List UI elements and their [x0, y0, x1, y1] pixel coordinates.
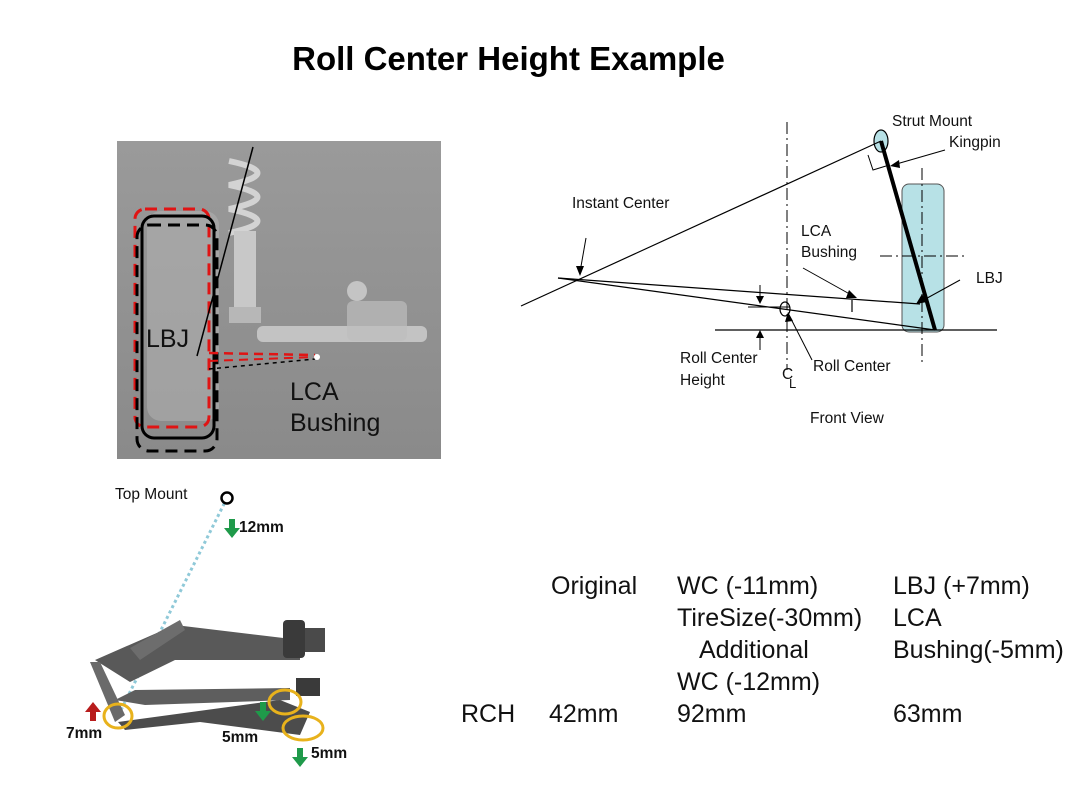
table-header-bushing: Bushing(-5mm)	[893, 636, 1064, 664]
front-view-caption: Front View	[810, 410, 884, 427]
centerline-l: L	[789, 376, 797, 391]
photo-lca-label-2: Bushing	[290, 409, 381, 437]
photo-lbj-label: LBJ	[146, 325, 190, 353]
top-mount-drop-label: 12mm	[239, 519, 284, 536]
table-header-wc2: WC (-12mm)	[677, 668, 821, 696]
lbj-raise-label: 7mm	[66, 725, 103, 742]
suspension-photo: LBJ LCA Bushing	[117, 141, 441, 459]
roll-center-label: Roll Center	[813, 358, 891, 375]
lca-label-1: LCA	[801, 223, 832, 240]
centerline-c: C	[782, 366, 794, 383]
table-header-additional: Additional	[699, 636, 809, 664]
table-header-lca: LCA	[893, 604, 942, 632]
table-cell-lbj: 63mm	[893, 700, 963, 728]
rch-label-1: Roll Center	[680, 350, 758, 367]
table-header-tiresize: TireSize(-30mm)	[677, 604, 863, 632]
top-mount-label: Top Mount	[115, 486, 188, 503]
table-header-lbj: LBJ (+7mm)	[893, 572, 1030, 600]
bushing-drop-label-1: 5mm	[222, 729, 259, 746]
strut-mount-label: Strut Mount	[892, 113, 973, 130]
photo-lca-label-1: LCA	[290, 378, 339, 406]
table-cell-wc: 92mm	[677, 700, 747, 728]
lca-label-2: Bushing	[801, 244, 858, 261]
table-header-wc: WC (-11mm)	[677, 572, 819, 600]
table-cell-original: 42mm	[549, 700, 619, 728]
rch-label-2: Height	[680, 372, 725, 389]
page-title: Roll Center Height Example	[292, 40, 725, 77]
suspension-photo-illustration	[133, 146, 427, 453]
table-row-label: RCH	[461, 700, 516, 728]
instant-center-label: Instant Center	[572, 195, 670, 212]
lbj-label: LBJ	[976, 270, 1003, 287]
kingpin-label: Kingpin	[949, 134, 1001, 151]
bushing-drop-label-2: 5mm	[311, 745, 348, 762]
table-header-original: Original	[551, 572, 638, 600]
